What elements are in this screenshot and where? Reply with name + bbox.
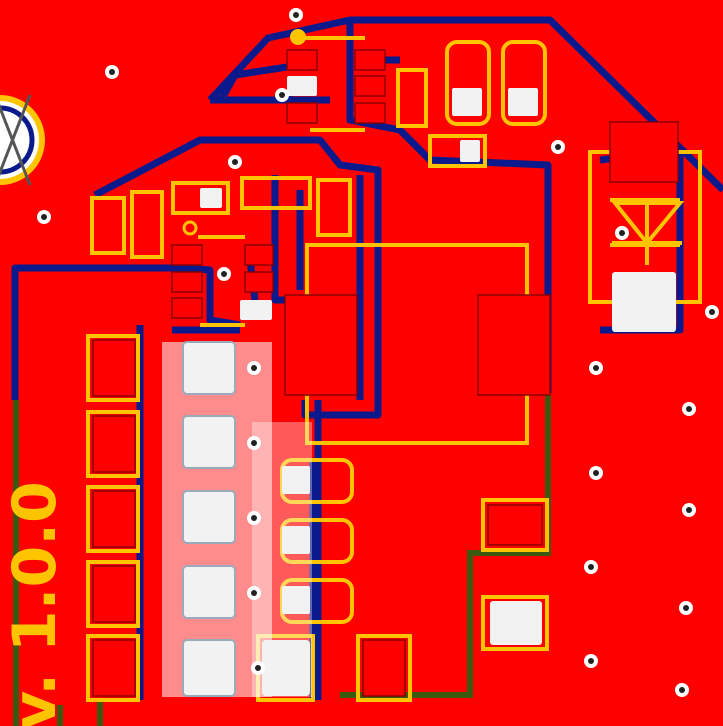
pad-6 — [262, 640, 310, 696]
pad-7 — [282, 466, 310, 494]
pad-12 — [508, 88, 538, 116]
resistor-outline-1 — [396, 68, 428, 128]
pad-2 — [182, 415, 236, 469]
resistor-outline-6 — [240, 176, 312, 210]
pad-15 — [460, 140, 480, 162]
resistor-outline-7 — [316, 178, 352, 237]
mounting-connector — [0, 94, 45, 186]
pad-1 — [182, 341, 236, 395]
smd-pads — [182, 76, 676, 697]
header-pad-outline-5 — [86, 634, 140, 702]
pin-markers — [182, 29, 306, 236]
cap-outline-1 — [445, 40, 491, 126]
via-holes — [41, 12, 715, 693]
inductor-pad-right — [477, 294, 551, 396]
pad-5 — [182, 639, 236, 697]
pad-11 — [452, 88, 482, 116]
pad-outline-9 — [481, 595, 549, 651]
cap-outline-2 — [501, 40, 547, 126]
diode-pad-top — [609, 121, 679, 183]
pad-4 — [182, 565, 236, 619]
pad-10 — [490, 601, 542, 645]
resistor-outline-5 — [171, 181, 230, 215]
pad-14 — [240, 300, 272, 320]
resistor-outline-2 — [428, 134, 487, 168]
resistor-outline-4 — [130, 190, 164, 259]
pad-9 — [282, 586, 310, 614]
inductor-pad-left — [284, 294, 358, 396]
header-pad-outline-4 — [86, 560, 140, 628]
silkscreen-version-text: v. 1.0.0 — [0, 481, 70, 726]
header-pad-outline-2 — [86, 410, 140, 478]
pad-outline-8 — [481, 498, 549, 552]
diode-pad-bottom — [612, 272, 676, 332]
pad-outline-7 — [356, 634, 412, 702]
pad-16 — [200, 188, 222, 208]
component-bodies — [92, 49, 679, 697]
pad-3 — [182, 490, 236, 544]
header-pad-outline-1 — [86, 334, 140, 402]
pad-13 — [287, 76, 317, 96]
resistor-outline-3 — [90, 196, 126, 255]
header-pad-outline-3 — [86, 485, 140, 553]
pad-8 — [282, 526, 310, 554]
